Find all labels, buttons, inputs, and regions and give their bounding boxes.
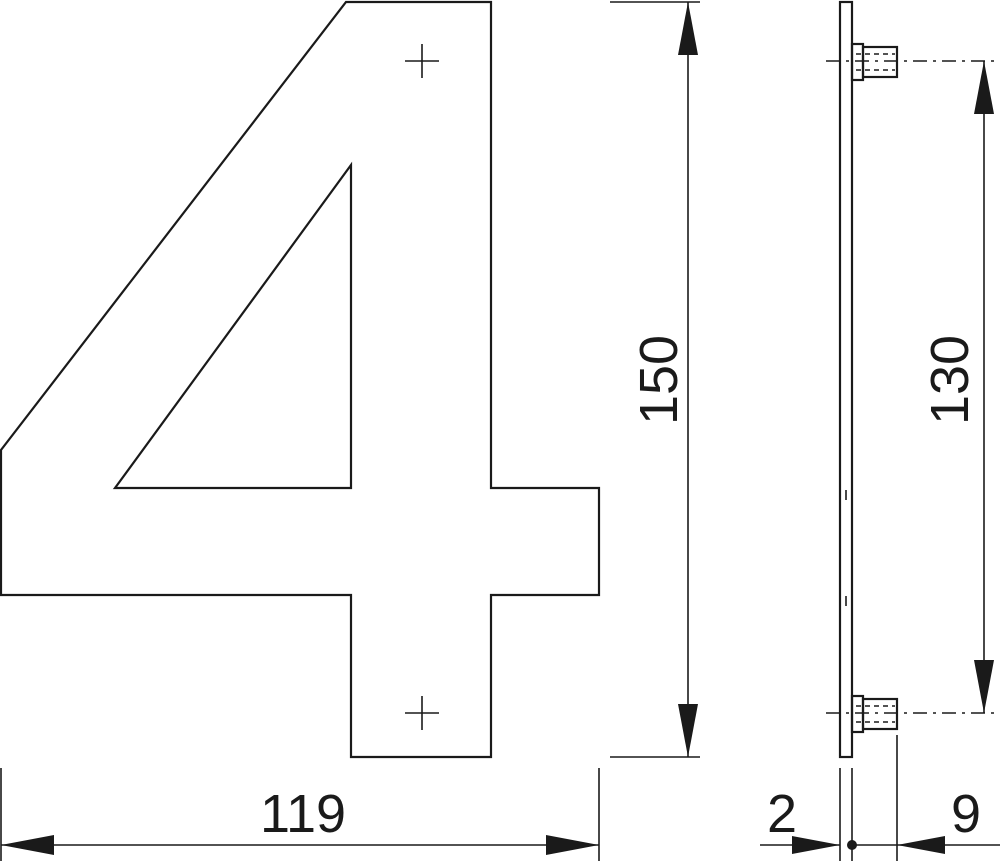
- numeral-four-outline: [0, 0, 601, 759]
- standoff-top: [850, 42, 899, 82]
- height-dimension: 150: [610, 1, 700, 758]
- standoff-bottom: [850, 694, 899, 734]
- thickness-label: 2: [767, 784, 797, 844]
- height-dimension-label: 150: [629, 335, 689, 425]
- plus-icon: [405, 696, 439, 730]
- numeral-four-counter: [112, 161, 353, 490]
- standoff-label: 9: [951, 784, 981, 844]
- hole-spacing-dimension: 130: [920, 61, 994, 713]
- width-dimension-label: 119: [260, 784, 346, 844]
- thickness-dimension: 2: [760, 768, 857, 861]
- plus-icon: [405, 44, 439, 78]
- side-view: [826, 0, 1000, 759]
- hole-spacing-label: 130: [920, 335, 980, 425]
- front-view: [0, 0, 601, 759]
- plate-side: [838, 0, 854, 759]
- width-dimension: 119: [0, 768, 600, 861]
- standoff-dimension: 9: [852, 735, 1000, 861]
